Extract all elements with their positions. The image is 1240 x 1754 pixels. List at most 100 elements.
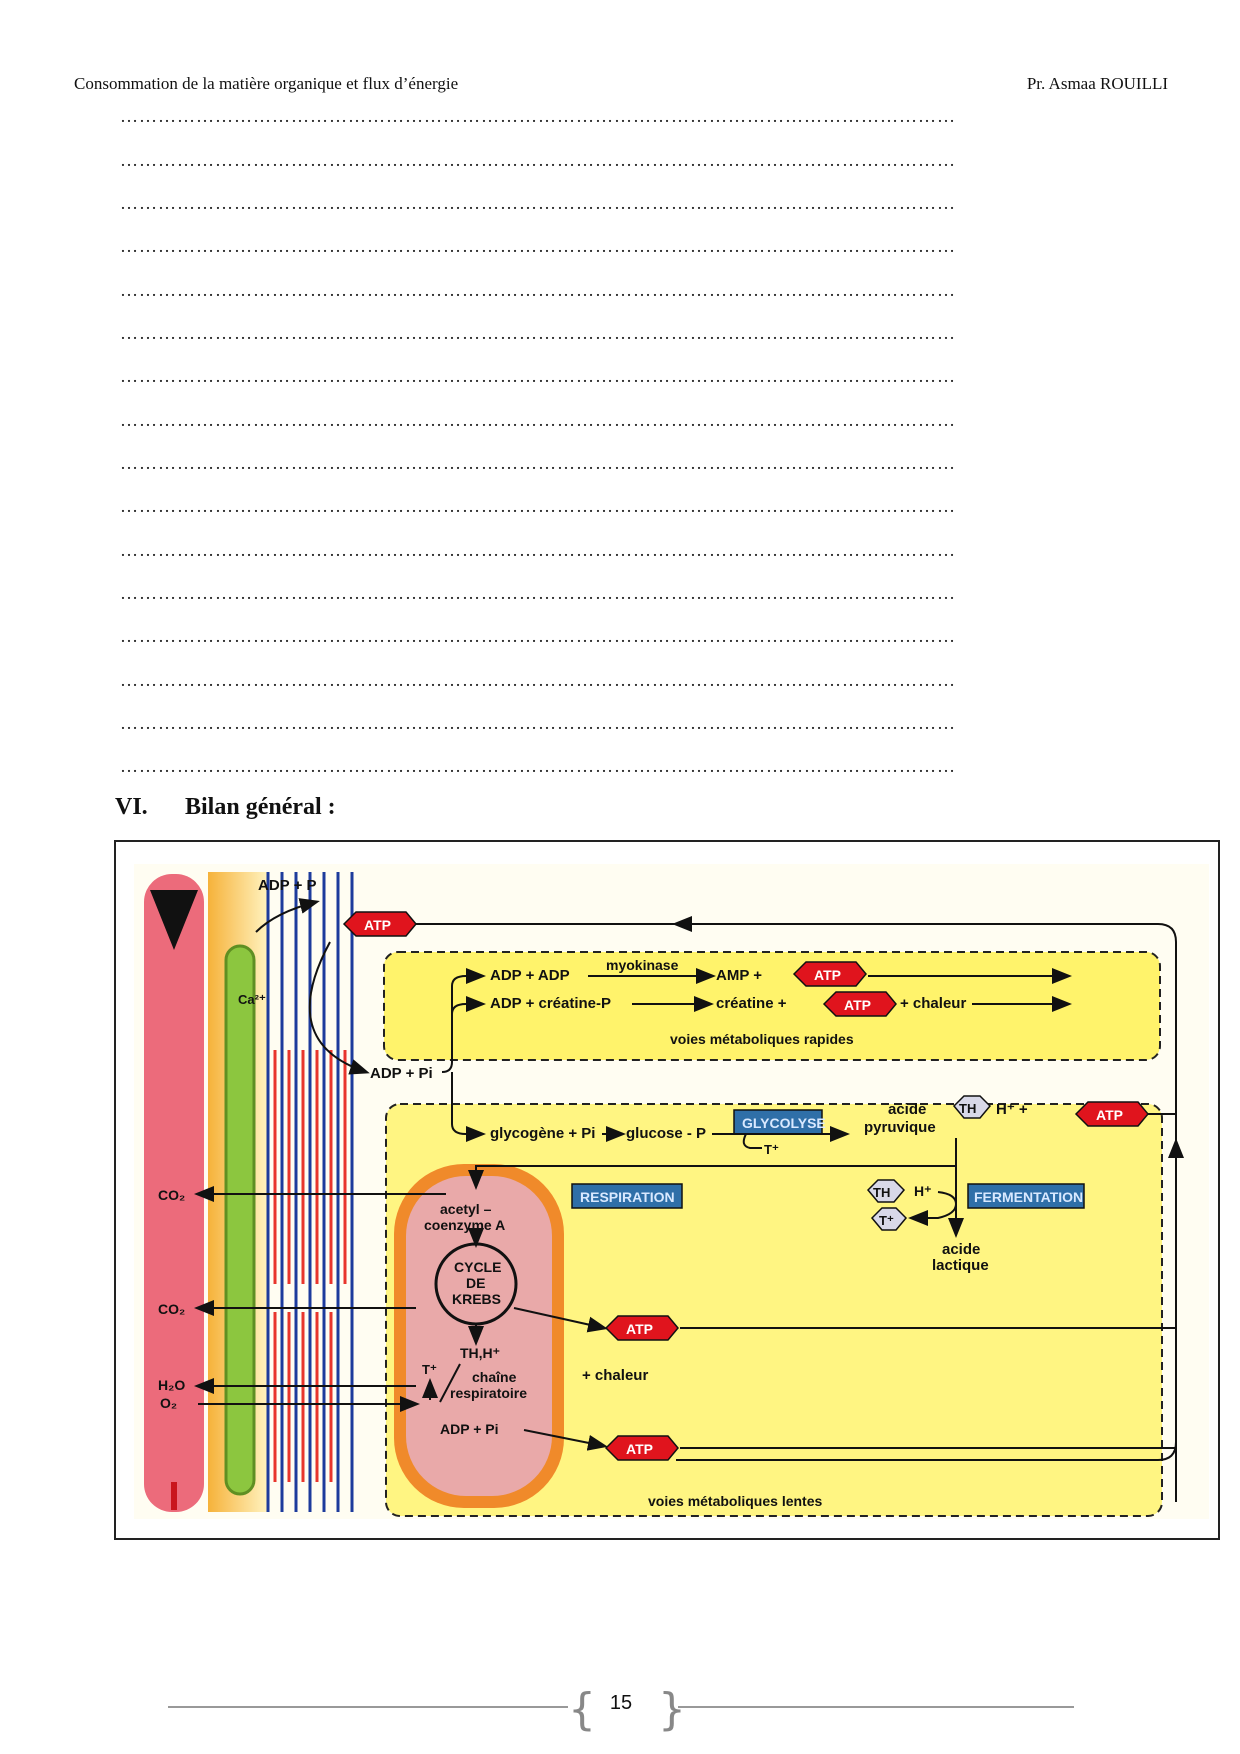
krebs-label-1: CYCLE — [454, 1259, 501, 1275]
lactic-acid-label-2: lactique — [932, 1257, 989, 1274]
chaleur-top-label: + chaleur — [900, 995, 966, 1012]
myofilaments — [266, 872, 354, 1512]
dotted-line: …………………………………………………………………………………………………………… — [120, 756, 956, 776]
dotted-line: …………………………………………………………………………………………………………… — [120, 150, 956, 170]
acetyl-label-1: acetyl – — [440, 1201, 492, 1217]
atp-label: ATP — [814, 967, 841, 983]
krebs-label-2: DE — [466, 1275, 485, 1291]
adp-release-arrow — [308, 941, 370, 1075]
th-ferm-label: TH — [873, 1185, 890, 1200]
header-course-title: Consommation de la matière organique et … — [74, 74, 459, 93]
creatine-label: créatine + — [716, 995, 787, 1012]
pyruvate-to-mito-arrow — [468, 1165, 956, 1190]
th-h-mito-label: TH,H⁺ — [460, 1345, 500, 1361]
dotted-line: …………………………………………………………………………………………………………… — [120, 670, 956, 690]
metabolism-diagram: sang ADP + P Ca²⁺ ATP — [134, 864, 1209, 1519]
section-heading: VI. Bilan général : — [115, 794, 336, 821]
dotted-line: …………………………………………………………………………………………………………… — [120, 106, 956, 126]
page-footer: { 15 } — [168, 1680, 1074, 1735]
header-author: Pr. Asmaa ROUILLI — [1026, 74, 1168, 93]
chain-label-1: chaîne — [472, 1369, 517, 1385]
dotted-line: …………………………………………………………………………………………………………… — [120, 583, 956, 603]
dotted-line: …………………………………………………………………………………………………………… — [120, 366, 956, 386]
dotted-line: …………………………………………………………………………………………………………… — [120, 713, 956, 733]
lactic-acid-label-1: acide — [942, 1241, 980, 1258]
section-title: Bilan général : — [185, 794, 336, 820]
glucose-p-label: glucose - P — [626, 1125, 706, 1142]
atp-label: ATP — [626, 1321, 653, 1337]
atp-badge-chain: ATP — [604, 1435, 679, 1461]
dotted-line: …………………………………………………………………………………………………………… — [120, 280, 956, 300]
page-header: Consommation de la matière organique et … — [74, 74, 1168, 98]
dotted-line: …………………………………………………………………………………………………………… — [120, 193, 956, 213]
fermentation-reduce-arrow — [908, 1191, 958, 1226]
energy-metabolism-figure: sang ADP + P Ca²⁺ ATP — [114, 840, 1220, 1540]
atp-label: ATP — [844, 997, 871, 1013]
blood-vessel — [144, 874, 204, 1512]
fermentation-box — [967, 1183, 1085, 1209]
t-plus-badge-ferm — [870, 1207, 908, 1231]
adp-creatine-label: ADP + créatine-P — [490, 995, 611, 1012]
adp-p-top-label: ADP + P — [258, 877, 317, 894]
krebs-label-3: KREBS — [452, 1291, 501, 1307]
dotted-line: …………………………………………………………………………………………………………… — [120, 453, 956, 473]
footer-rule-left — [168, 1706, 568, 1708]
footer-bracket-right: } — [658, 1684, 686, 1735]
dotted-line: …………………………………………………………………………………………………………… — [120, 323, 956, 343]
calcium-label: Ca²⁺ — [238, 992, 266, 1007]
respiration-box — [571, 1183, 683, 1209]
co2-label-2: CO₂ — [158, 1301, 185, 1317]
footer-bracket-left: { — [568, 1684, 596, 1735]
branch-to-glycogen — [451, 1072, 486, 1142]
chain-to-atp-arrow — [523, 1429, 608, 1451]
atp-label: ATP — [626, 1441, 653, 1457]
t-plus-mito-label: T⁺ — [422, 1362, 437, 1377]
atp-badge-top: ATP — [342, 911, 417, 937]
glycolyse-label: GLYCOLYSE — [742, 1115, 826, 1131]
th-badge — [952, 1095, 992, 1119]
hplus-ferm-label: H⁺ — [914, 1183, 932, 1199]
t-plus-glyc-arrow — [742, 1133, 762, 1149]
acetyl-label-2: coenzyme A — [424, 1217, 505, 1233]
atp-use-arrow — [255, 898, 320, 933]
atp-badge-krebs: ATP — [604, 1315, 679, 1341]
atp-badge-glycolysis: ATP — [1074, 1101, 1149, 1127]
pyruvic-acid-label-1: acide — [888, 1101, 926, 1118]
th-label: TH — [959, 1101, 976, 1116]
glycogen-label: glycogène + Pi — [490, 1125, 595, 1142]
t-plus-ferm-label: T⁺ — [879, 1213, 894, 1228]
dotted-line: …………………………………………………………………………………………………………… — [120, 496, 956, 516]
slow-pathways-label: voies métaboliques lentes — [648, 1493, 822, 1509]
fast-pathways-label: voies métaboliques rapides — [670, 1031, 854, 1047]
dotted-line: …………………………………………………………………………………………………………… — [120, 410, 956, 430]
h2o-label: H₂O — [158, 1377, 185, 1393]
t-plus-glyc-label: T⁺ — [764, 1142, 779, 1157]
o2-label: O₂ — [160, 1395, 177, 1411]
chaleur-mid-label: + chaleur — [582, 1367, 648, 1384]
page-number: 15 — [609, 1692, 633, 1714]
footer-rule-right — [678, 1706, 1074, 1708]
chain-label-2: respiratoire — [450, 1385, 527, 1401]
branch-to-creatine — [451, 996, 486, 1015]
co2-label-1: CO₂ — [158, 1187, 185, 1203]
respiration-label: RESPIRATION — [580, 1189, 675, 1205]
adp-pi-mito-label: ADP + Pi — [440, 1421, 499, 1437]
pyruvic-acid-label-2: pyruvique — [864, 1119, 936, 1136]
t-tubule-fiber — [224, 944, 256, 1496]
th-hplus-label: H⁺ + — [996, 1101, 1028, 1118]
dotted-line: …………………………………………………………………………………………………………… — [120, 626, 956, 646]
dotted-line: …………………………………………………………………………………………………………… — [120, 236, 956, 256]
atp-badge-myokinase: ATP — [792, 961, 867, 987]
krebs-to-atp-arrow — [513, 1307, 608, 1333]
sang-label: sang — [162, 885, 195, 901]
branch-to-myokinase — [441, 968, 486, 1073]
adp-adp-label: ADP + ADP — [490, 967, 570, 984]
atp-badge-creatine: ATP — [822, 991, 897, 1017]
fermentation-label: FERMENTATION — [974, 1189, 1083, 1205]
atp-label: ATP — [1096, 1107, 1123, 1123]
myokinase-label: myokinase — [606, 957, 679, 973]
dotted-line: …………………………………………………………………………………………………………… — [120, 540, 956, 560]
chain-line — [439, 1363, 461, 1403]
amp-label: AMP + — [716, 967, 762, 984]
section-number: VI. — [115, 794, 148, 820]
